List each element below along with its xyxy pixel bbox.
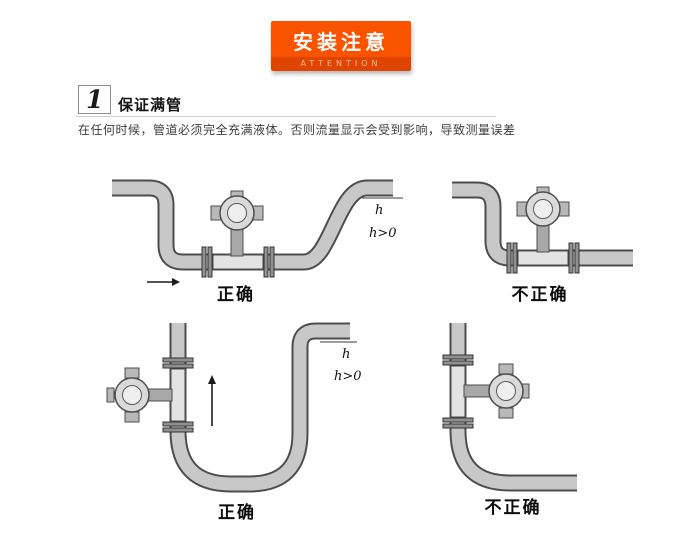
diagram-label: 正确 bbox=[218, 502, 256, 523]
meter-body bbox=[170, 368, 186, 422]
section-description: 在任何时候，管道必须完全充满液体。否则流量显示会受到影响，导致测量误差 bbox=[78, 123, 516, 137]
dim-h-gt-zero-label: h>0 bbox=[369, 226, 397, 241]
meter-neck bbox=[536, 224, 550, 253]
meter-neck bbox=[145, 388, 173, 402]
flow-meter-head bbox=[516, 186, 570, 227]
flow-direction-arrow bbox=[147, 278, 180, 286]
section-number: 1 bbox=[78, 85, 112, 114]
diagram-label: 不正确 bbox=[512, 284, 569, 305]
flange-upstream bbox=[162, 357, 194, 369]
dim-h-label: h bbox=[342, 347, 350, 362]
flange-downstream bbox=[568, 242, 580, 274]
flange-downstream bbox=[263, 246, 275, 278]
diagram-canvas: h h>0 正确 不正确 bbox=[106, 179, 633, 523]
flange-upstream bbox=[201, 246, 213, 278]
banner-title: 安装注意 bbox=[271, 21, 411, 57]
flow-meter-head bbox=[488, 363, 530, 419]
meter-body bbox=[450, 365, 466, 418]
flow-meter-head bbox=[210, 190, 264, 231]
diagram-horizontal-correct: h h>0 正确 bbox=[112, 179, 403, 305]
diagram-horizontal-incorrect: 不正确 bbox=[452, 181, 633, 305]
meter-body bbox=[517, 250, 569, 266]
meter-neck bbox=[230, 228, 244, 257]
diagram-vertical-incorrect: 不正确 bbox=[442, 323, 577, 518]
dim-h-label: h bbox=[375, 203, 383, 218]
meter-body bbox=[212, 254, 264, 270]
pipe bbox=[169, 322, 350, 493]
flow-direction-arrow bbox=[208, 375, 216, 426]
pipe bbox=[452, 181, 633, 267]
section-title: 保证满管 bbox=[118, 96, 183, 114]
diagram-label: 不正确 bbox=[485, 497, 542, 518]
banner-subtitle: ATTENTION bbox=[271, 57, 411, 71]
flange-downstream bbox=[442, 417, 474, 429]
flow-meter-head bbox=[106, 367, 150, 423]
attention-banner: 安装注意 ATTENTION bbox=[271, 21, 411, 71]
diagram-vertical-correct: h h>0 正确 bbox=[106, 322, 362, 523]
pipe bbox=[112, 179, 393, 271]
pipe bbox=[449, 323, 577, 492]
flange-downstream bbox=[162, 421, 194, 433]
height-dimension: h h>0 bbox=[320, 341, 362, 384]
height-dimension: h h>0 bbox=[362, 197, 403, 241]
flange-upstream bbox=[442, 354, 474, 366]
diagram-label: 正确 bbox=[217, 284, 255, 305]
flange-upstream bbox=[506, 242, 518, 274]
dim-h-gt-zero-label: h>0 bbox=[334, 369, 362, 384]
meter-neck bbox=[463, 384, 491, 398]
section-underline bbox=[76, 116, 496, 117]
